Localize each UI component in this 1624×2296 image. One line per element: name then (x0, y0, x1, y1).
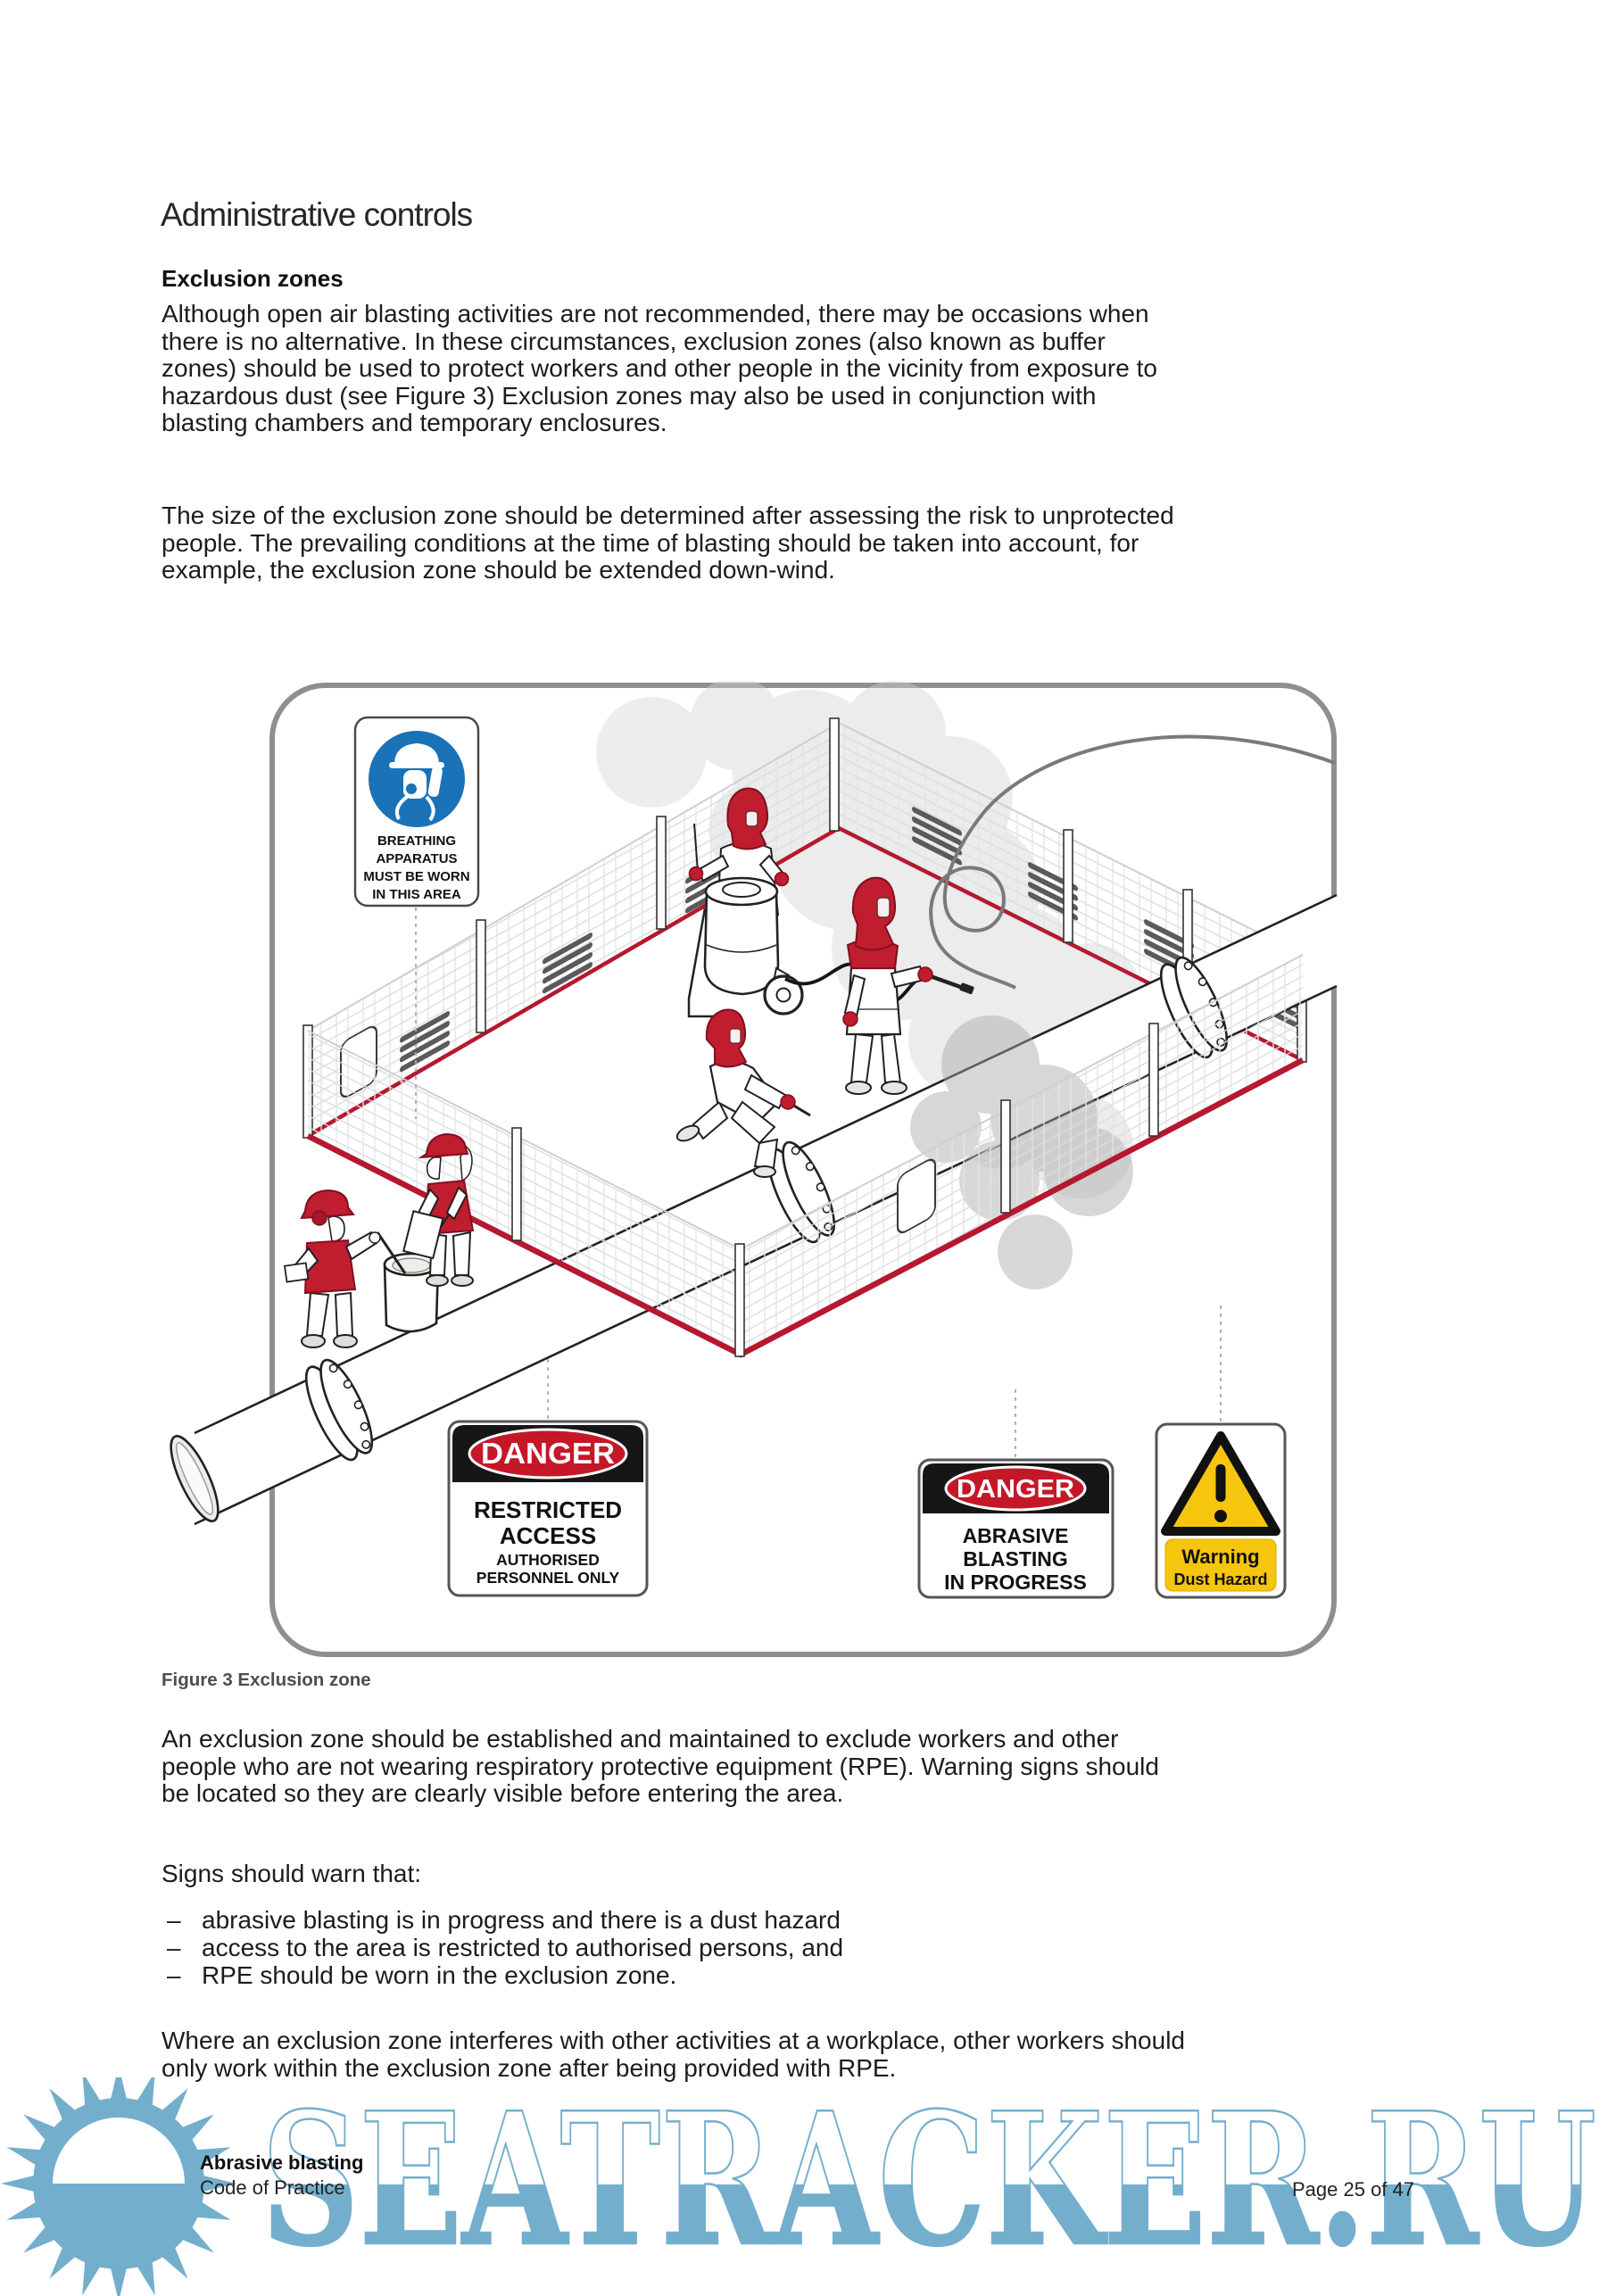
drum-mixing-group (283, 1132, 475, 1348)
paragraph-signs-intro: Signs should warn that: (162, 1860, 422, 1887)
pipe-end-cap (170, 1435, 220, 1522)
footer-doc-subtitle: Code of Practice (200, 2176, 345, 2199)
bullet-item: – abrasive blasting is in progress and t… (167, 1906, 841, 1934)
bullet-text: RPE should be worn in the exclusion zone… (202, 1961, 677, 1989)
bullet-item: – access to the area is restricted to au… (167, 1934, 843, 1961)
svg-text:MUST BE WORN: MUST BE WORN (363, 869, 469, 884)
worker-clipboard (402, 1132, 475, 1287)
figure-caption: Figure 3 Exclusion zone (162, 1670, 371, 1690)
danger-restricted-access-sign: DANGER RESTRICTED ACCESS AUTHORISED PERS… (447, 1420, 649, 1597)
blast-pot-machine (687, 876, 804, 1018)
svg-text:DANGER: DANGER (957, 1475, 1074, 1504)
svg-text:AUTHORISED: AUTHORISED (496, 1551, 600, 1569)
bullet-text: access to the area is restricted to auth… (202, 1934, 844, 1961)
bullet-marker: – (167, 1961, 181, 1989)
worker-stirring (283, 1189, 407, 1348)
svg-text:ABRASIVE: ABRASIVE (963, 1524, 1069, 1547)
paragraph-exclusion-intro: Although open air blasting activities ar… (162, 300, 1157, 436)
section-heading: Exclusion zones (162, 265, 344, 292)
footer-page-indicator: Page 25 of 47 (1292, 2178, 1415, 2201)
worker-blast-operator (842, 876, 974, 1095)
breathing-apparatus-pictogram (389, 743, 444, 822)
svg-text:IN PROGRESS: IN PROGRESS (944, 1571, 1087, 1594)
bullet-marker: – (167, 1906, 181, 1934)
leader-lines (415, 908, 1222, 1457)
bullet-text: abrasive blasting is in progress and the… (202, 1906, 841, 1934)
svg-text:DANGER: DANGER (481, 1437, 615, 1470)
svg-text:Dust Hazard: Dust Hazard (1173, 1571, 1267, 1588)
svg-text:IN THIS AREA: IN THIS AREA (372, 887, 461, 902)
svg-text:BLASTING: BLASTING (963, 1547, 1068, 1571)
fence-door-panel (897, 1158, 936, 1234)
bullet-item: – RPE should be worn in the exclusion zo… (167, 1961, 676, 1989)
breathing-apparatus-sign: BREATHING APPARATUS MUST BE WORN IN THIS… (353, 716, 480, 908)
paragraph-zone-size: The size of the exclusion zone should be… (162, 501, 1174, 584)
worker-kneeling (675, 1008, 811, 1178)
pipe-flange (304, 1358, 374, 1462)
footer-doc-title: Abrasive blasting (200, 2151, 364, 2174)
paragraph-exclusion-interference: Where an exclusion zone interferes with … (162, 2027, 1185, 2082)
danger-abrasive-blasting-sign: DANGER ABRASIVE BLASTING IN PROGRESS (917, 1458, 1114, 1599)
svg-text:APPARATUS: APPARATUS (376, 851, 457, 866)
svg-text:PERSONNEL ONLY: PERSONNEL ONLY (476, 1569, 620, 1587)
drum (383, 1252, 440, 1333)
air-hose-coil (929, 734, 1336, 990)
svg-text:Warning: Warning (1181, 1546, 1259, 1568)
svg-text:ACCESS: ACCESS (500, 1522, 596, 1549)
svg-text:RESTRICTED: RESTRICTED (474, 1496, 622, 1523)
paragraph-exclusion-maintained: An exclusion zone should be established … (162, 1725, 1159, 1807)
page-title: Administrative controls (161, 196, 473, 233)
warning-dust-hazard-sign: Warning Dust Hazard (1155, 1422, 1287, 1599)
bullet-marker: – (167, 1934, 181, 1961)
svg-text:BREATHING: BREATHING (377, 833, 456, 849)
figure-exclusion-zone-illustration: BREATHING APPARATUS MUST BE WORN IN THIS… (170, 681, 1338, 1657)
fence-posts-front (511, 1023, 1159, 1357)
